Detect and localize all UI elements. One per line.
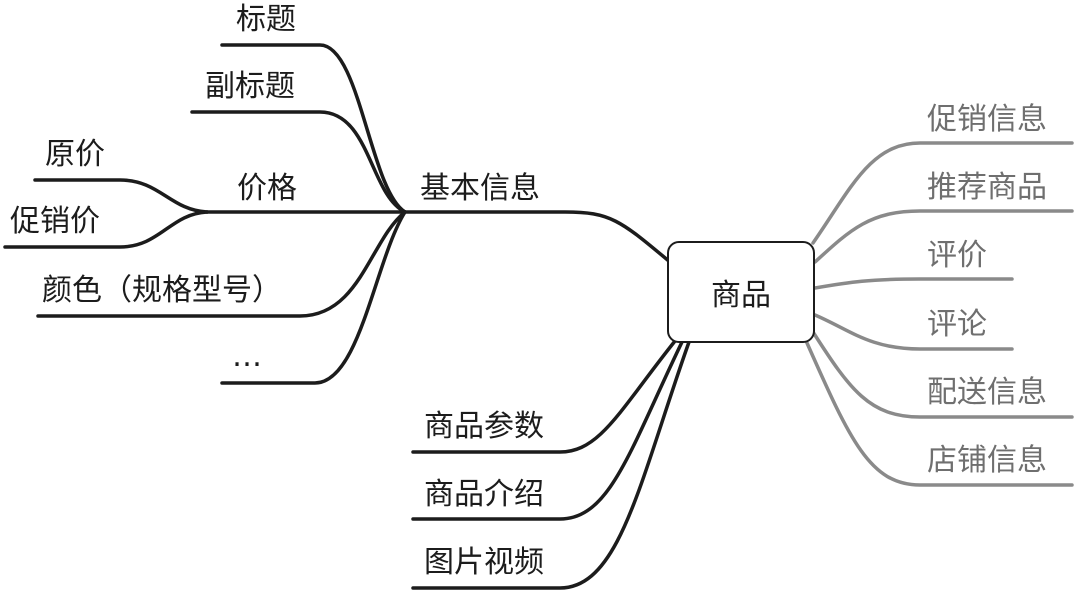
node-price: 价格 [237, 171, 297, 206]
link-store [805, 341, 1074, 487]
link-promo-price [3, 210, 209, 249]
node-promo-info: 促销信息 [927, 102, 1047, 137]
link-params [411, 339, 677, 454]
link-rating [813, 277, 1014, 290]
link-media [411, 340, 691, 590]
link-basic-info [403, 210, 672, 264]
link-original-price [33, 178, 209, 214]
link-delivery [811, 330, 1074, 419]
node-promo-price: 促销价 [10, 204, 100, 239]
node-subtitle: 副标题 [205, 69, 295, 104]
node-params: 商品参数 [424, 409, 544, 444]
node-intro: 商品介绍 [424, 477, 544, 512]
node-recommend: 推荐商品 [927, 170, 1047, 205]
node-media: 图片视频 [424, 545, 544, 580]
link-recommend [813, 209, 1074, 264]
node-comments: 评论 [927, 307, 987, 342]
node-more: … [232, 339, 262, 374]
node-original-price: 原价 [45, 137, 105, 172]
node-color-spec: 颜色（规格型号） [42, 273, 282, 308]
center-node-label: 商品 [711, 278, 771, 313]
link-subtitle [190, 110, 407, 214]
link-color-spec [36, 210, 407, 318]
center-node-product: 商品 [667, 241, 815, 343]
link-comments [813, 313, 1014, 351]
node-title: 标题 [236, 2, 296, 37]
link-more [220, 210, 407, 385]
node-rating: 评价 [927, 238, 987, 273]
link-title [220, 43, 407, 214]
node-delivery: 配送信息 [927, 375, 1047, 410]
node-store: 店铺信息 [927, 443, 1047, 478]
link-promo-info [811, 141, 1074, 245]
node-basic-info: 基本信息 [420, 171, 540, 206]
link-intro [411, 340, 684, 521]
